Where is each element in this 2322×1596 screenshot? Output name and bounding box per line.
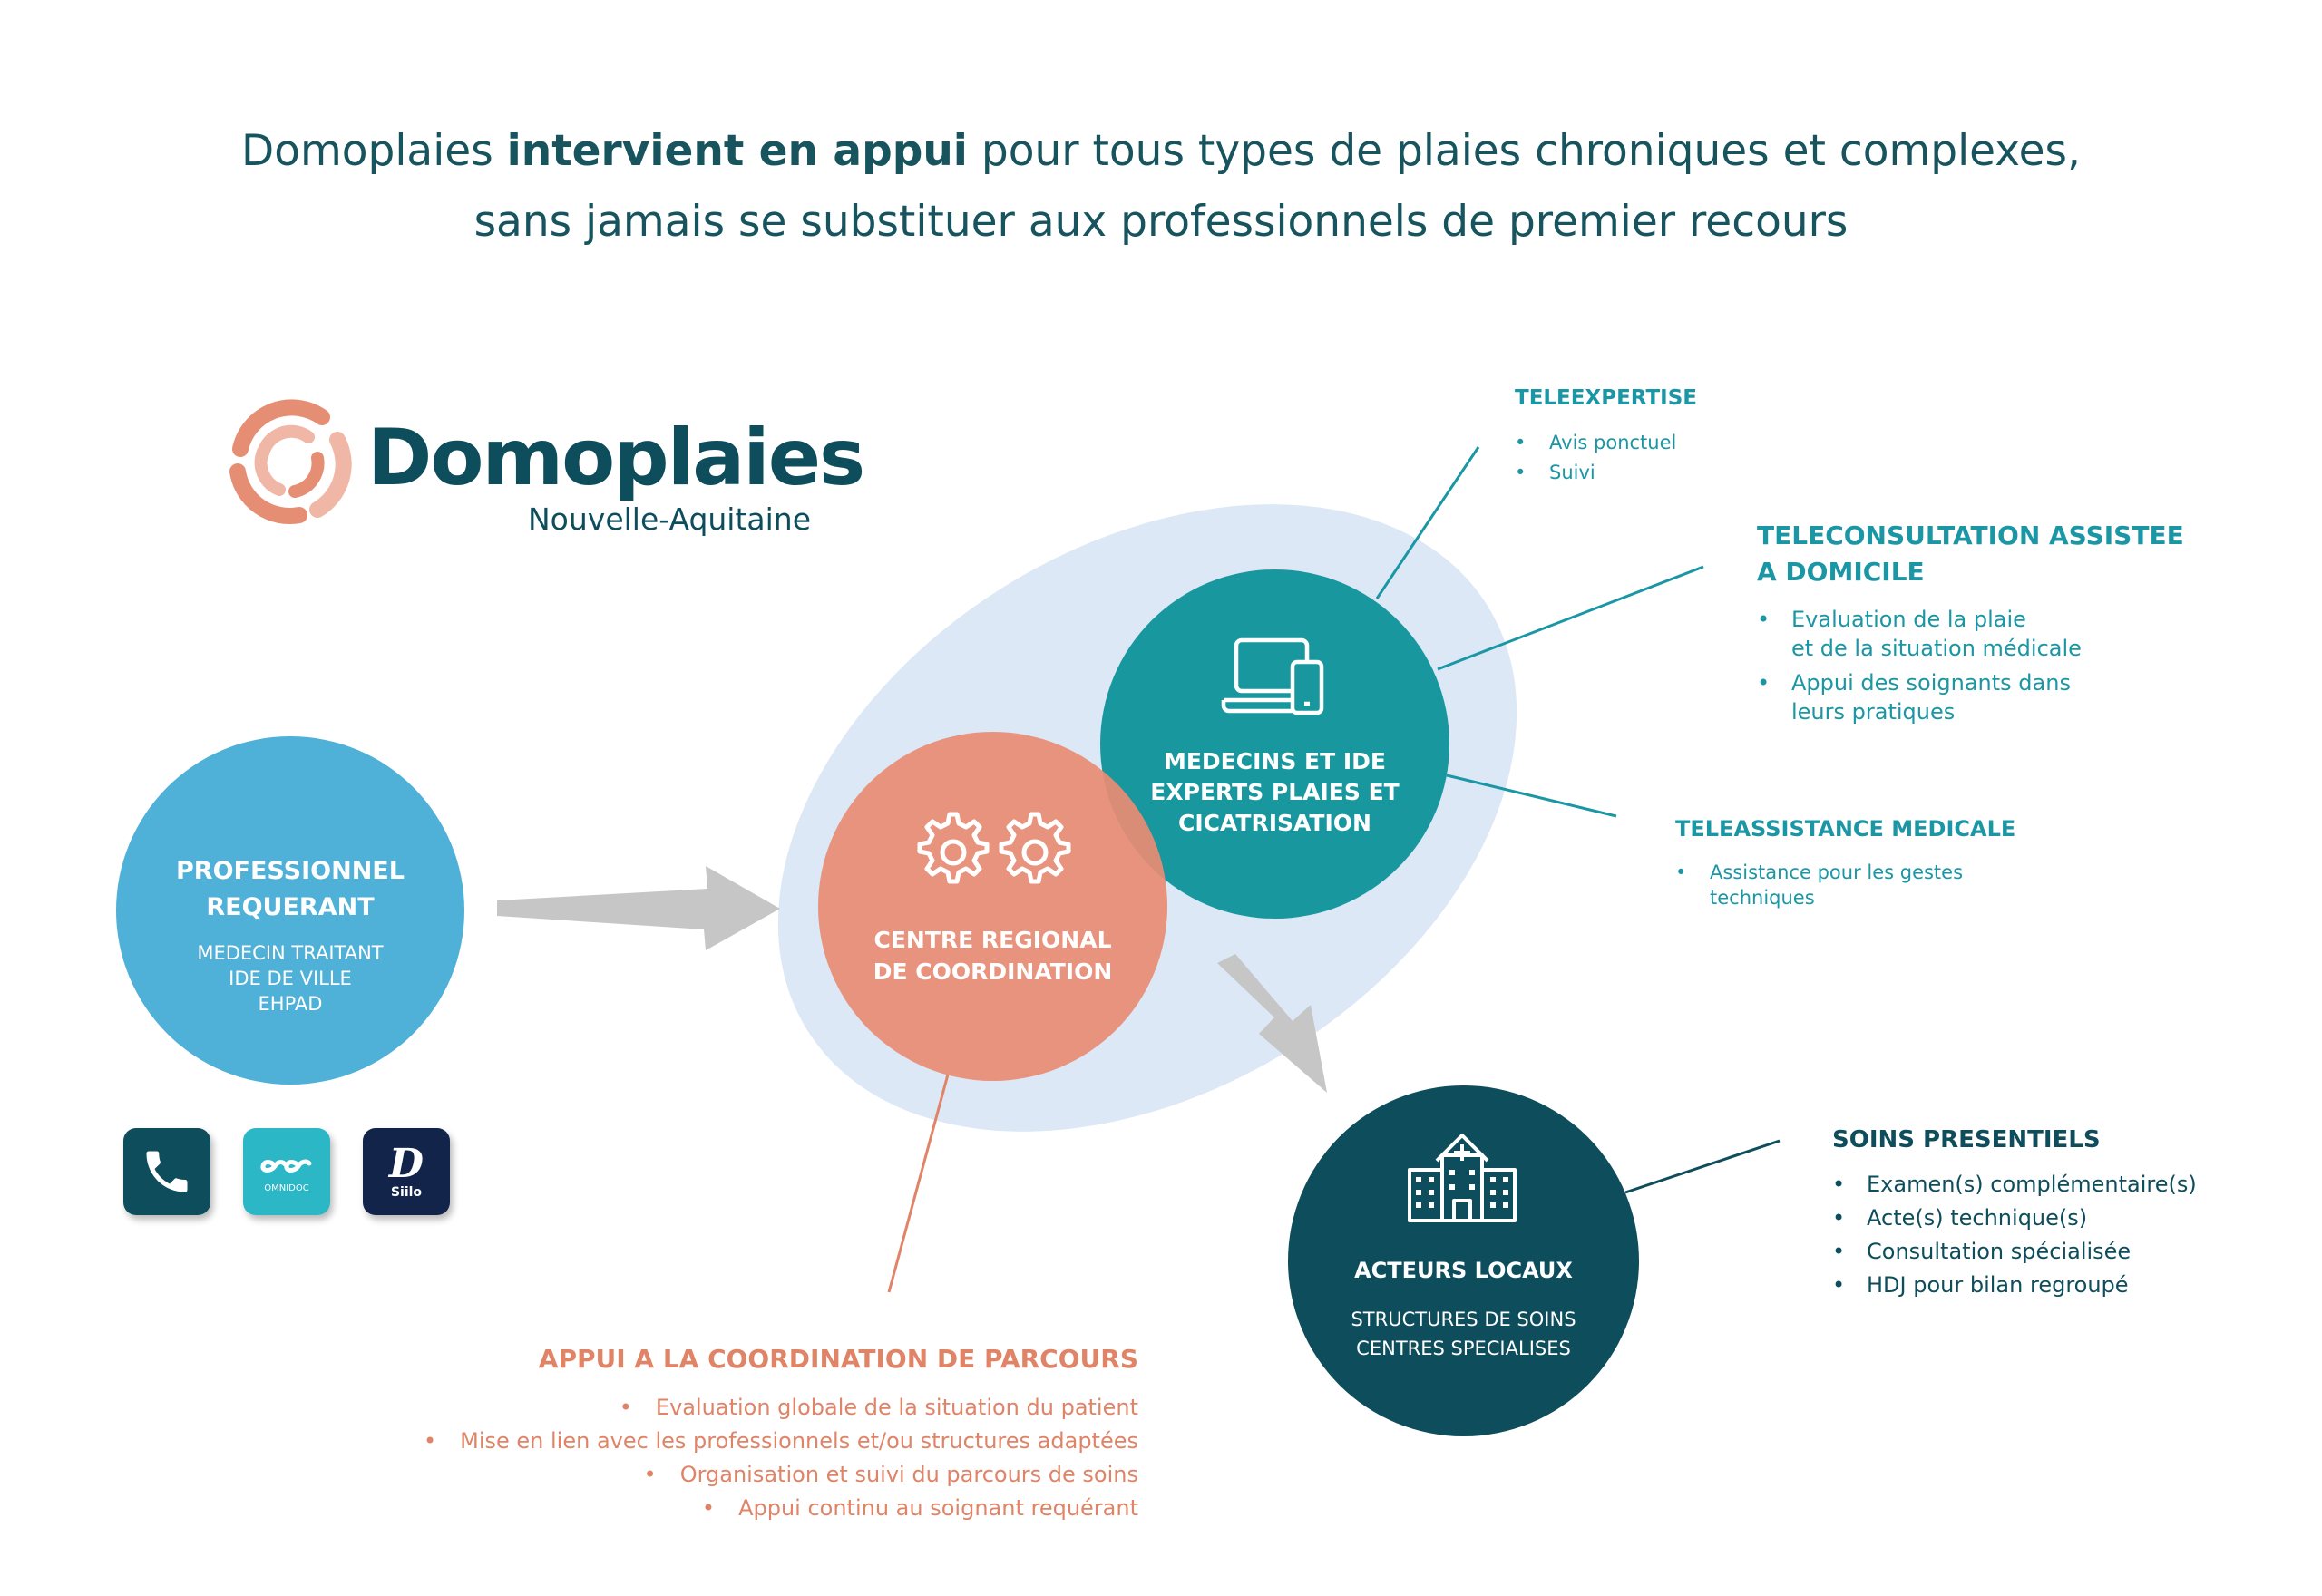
coordination-list: Evaluation globale de la situation du pa… <box>272 1391 1138 1525</box>
experts-title-1: MEDECINS ET IDE <box>1163 748 1387 774</box>
requerant-title-2: REQUERANT <box>206 893 375 921</box>
connector-teleassistance <box>1446 774 1617 818</box>
list-item: Appui des soignants dans leurs pratiques <box>1757 668 2082 726</box>
experts-title-3: CICATRISATION <box>1178 810 1371 836</box>
omnidoc-logo-icon <box>260 1159 312 1173</box>
arrow-requerant-to-centre <box>497 866 780 950</box>
siilo-app-icon[interactable]: D Siilo <box>363 1128 450 1215</box>
headline: Domoplaies intervient en appui pour tous… <box>0 116 2322 187</box>
siilo-label: Siilo <box>390 1185 423 1200</box>
list-item-line: Evaluation de la plaie <box>1791 607 2026 632</box>
hospital-icon <box>1408 1134 1517 1222</box>
list-item-line: Assistance pour les gestes <box>1710 861 1964 883</box>
list-item: Suivi <box>1515 458 1676 488</box>
arrow-centre-to-locaux <box>1217 954 1327 1093</box>
locaux-sub-1: STRUCTURES DE SOINS <box>1351 1309 1576 1330</box>
phone-app-icon[interactable] <box>123 1128 210 1215</box>
list-item: Assistance pour les gestes techniques <box>1675 860 1963 910</box>
requerant-item: MEDECIN TRAITANT <box>197 942 384 964</box>
logo-region: Nouvelle-Aquitaine <box>528 501 812 537</box>
centre-title-1: CENTRE REGIONAL <box>873 927 1112 953</box>
list-item-line: leurs pratiques <box>1791 699 1956 725</box>
list-item: Appui continu au soignant requérant <box>272 1492 1138 1525</box>
requerant-title-1: PROFESSIONNEL <box>176 857 405 885</box>
teleconsultation-title-2: A DOMICILE <box>1757 557 1925 587</box>
headline-line1-pre: Domoplaies <box>241 126 507 176</box>
logo-name: Domoplaies <box>367 413 865 503</box>
locaux-title: ACTEURS LOCAUX <box>1354 1258 1573 1283</box>
omnidoc-label: OMNIDOC <box>264 1182 309 1193</box>
soins-list: Examen(s) complémentaire(s) Acte(s) tech… <box>1832 1168 2197 1302</box>
locaux-circle <box>1288 1085 1639 1436</box>
headline-line1-post: pour tous types de plaies chroniques et … <box>967 126 2081 176</box>
locaux-sub-2: CENTRES SPECIALISES <box>1356 1338 1571 1359</box>
list-item-line: et de la situation médicale <box>1791 636 2082 661</box>
teleexpertise-list: Avis ponctuel Suivi <box>1515 428 1676 488</box>
list-item-line: techniques <box>1710 887 1815 909</box>
soins-title: SOINS PRESENTIELS <box>1832 1126 2101 1153</box>
teleconsultation-title-1: TELECONSULTATION ASSISTEE <box>1757 521 2184 550</box>
teleexpertise-title: TELEEXPERTISE <box>1515 386 1697 410</box>
gears-icon <box>917 812 1071 884</box>
list-item: Consultation spécialisée <box>1832 1235 2197 1269</box>
teleconsultation-list: Evaluation de la plaie et de la situatio… <box>1757 605 2082 726</box>
headline-line1-bold: intervient en appui <box>506 126 968 176</box>
list-item-line: Appui des soignants dans <box>1791 670 2071 696</box>
centre-circle <box>818 732 1167 1081</box>
list-item: Avis ponctuel <box>1515 428 1676 458</box>
coordination-title: APPUI A LA COORDINATION DE PARCOURS <box>538 1344 1138 1374</box>
siilo-letter: D <box>388 1141 424 1187</box>
phone-icon <box>146 1151 188 1192</box>
list-item: HDJ pour bilan regroupé <box>1832 1269 2197 1302</box>
connector-coordination <box>887 1074 950 1293</box>
list-item: Evaluation globale de la situation du pa… <box>272 1391 1138 1425</box>
list-item: Examen(s) complémentaire(s) <box>1832 1168 2197 1202</box>
teleassistance-list: Assistance pour les gestes techniques <box>1675 860 1963 910</box>
list-item: Acte(s) technique(s) <box>1832 1202 2197 1235</box>
teleassistance-title: TELEASSISTANCE MEDICALE <box>1675 816 2016 842</box>
centre-title-2: DE COORDINATION <box>873 959 1113 985</box>
list-item: Organisation et suivi du parcours de soi… <box>272 1458 1138 1492</box>
experts-title-2: EXPERTS PLAIES ET <box>1150 779 1400 805</box>
requerant-item: IDE DE VILLE <box>229 968 352 989</box>
list-item: Mise en lien avec les professionnels et/… <box>272 1425 1138 1458</box>
list-item: Evaluation de la plaie et de la situatio… <box>1757 605 2082 663</box>
connector-soins <box>1624 1139 1781 1194</box>
requerant-circle <box>116 736 464 1085</box>
connector-teleconsultation <box>1437 565 1704 671</box>
omnidoc-app-icon[interactable]: OMNIDOC <box>243 1128 330 1215</box>
requerant-item: EHPAD <box>258 993 323 1015</box>
domoplaies-logo-icon <box>229 399 352 524</box>
connector-teleexpertise <box>1375 446 1480 599</box>
headline-line2: sans jamais se substituer aux profession… <box>473 197 1849 247</box>
devices-icon <box>1221 637 1324 715</box>
